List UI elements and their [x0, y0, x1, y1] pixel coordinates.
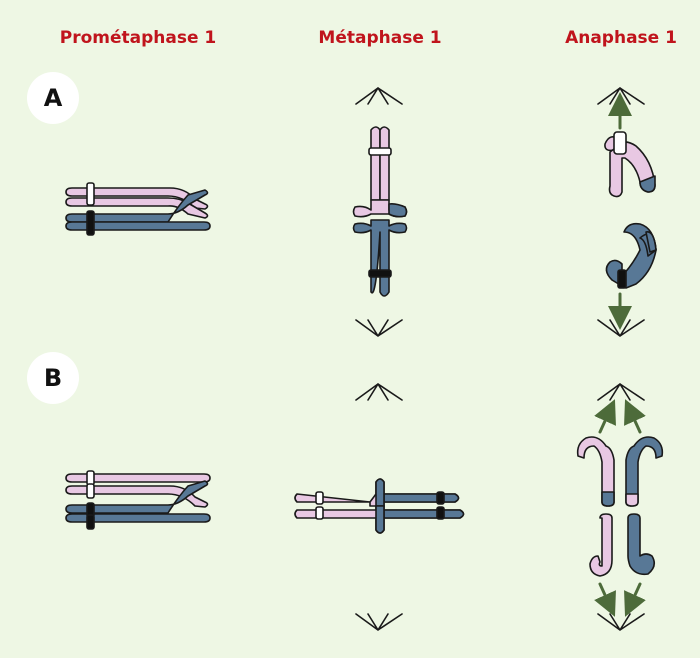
row-b-anaphase-upper-right	[625, 436, 664, 507]
spindle-pole-a-metaphase-top	[355, 87, 403, 105]
arrow-b-down-right	[624, 582, 646, 617]
row-label-b: B	[27, 352, 79, 404]
header-anaphase: Anaphase 1	[565, 28, 677, 48]
row-b-anaphase-upper-left	[576, 436, 615, 507]
spindle-pole-a-anaphase-top	[597, 87, 645, 105]
header-metaphase: Métaphase 1	[318, 28, 442, 48]
spindle-pole-b-anaphase-top	[597, 383, 645, 401]
spindle-pole-b-metaphase-top	[355, 383, 403, 401]
spindle-pole-a-anaphase-bottom	[597, 319, 645, 337]
spindle-pole-b-metaphase-bottom	[355, 613, 403, 631]
row-a-prometaphase-bivalent	[65, 182, 211, 236]
header-prometaphase: Prométaphase 1	[59, 28, 217, 48]
arrow-b-down-left	[594, 582, 616, 617]
row-b-anaphase-lower-right	[627, 513, 656, 576]
row-label-a: A	[27, 72, 79, 124]
row-b-prometaphase-bivalents	[65, 470, 211, 530]
arrow-b-up-right	[624, 399, 646, 434]
row-a-anaphase-bottom	[605, 222, 657, 289]
row-b-metaphase-bivalent	[294, 478, 465, 534]
arrow-b-up-left	[594, 399, 616, 434]
row-a-anaphase-top	[604, 131, 656, 198]
row-b-anaphase-lower-left	[589, 513, 613, 577]
spindle-pole-a-metaphase-bottom	[355, 319, 403, 337]
row-a-metaphase-bivalent	[352, 126, 408, 297]
spindle-pole-b-anaphase-bottom	[597, 613, 645, 631]
